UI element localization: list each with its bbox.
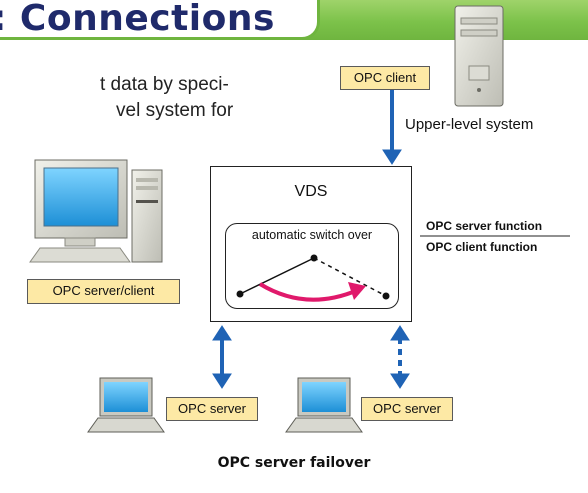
switch-graphic	[236, 254, 390, 302]
arrow-opc-server-right-dashed	[390, 325, 410, 389]
laptop-icon-left	[87, 377, 165, 433]
client-function-label: OPC client function	[426, 240, 538, 254]
title-tab: : Connections	[0, 0, 320, 40]
opc-server-tag-right: OPC server	[361, 397, 453, 421]
desktop-computer-icon	[29, 159, 163, 263]
opc-server-tag-left: OPC server	[166, 397, 258, 421]
server-function-label: OPC server function	[426, 219, 543, 233]
intro-line-2: vel system for	[116, 100, 234, 121]
switch-label: automatic switch over	[251, 228, 373, 242]
intro-line-1: t data by speci-	[100, 74, 229, 95]
opc-client-tag: OPC client	[340, 66, 430, 90]
page-title: : Connections	[0, 0, 275, 39]
switchover-arrowhead	[348, 282, 366, 300]
switch-standby-line	[313, 257, 387, 297]
server-tower-icon	[454, 5, 504, 107]
switch-panel: automatic switch over	[225, 223, 399, 309]
switch-active-line	[239, 257, 315, 295]
laptop-icon-right	[285, 377, 363, 433]
vds-box: VDS automatic switch over	[210, 166, 412, 322]
upper-level-label: Upper-level system	[405, 116, 534, 133]
opc-server-client-tag: OPC server/client	[27, 279, 180, 304]
switchover-arrow	[258, 282, 359, 302]
arrow-opc-server-left	[212, 325, 232, 389]
vds-title: VDS	[294, 183, 328, 200]
figure-caption: OPC server failover	[217, 455, 371, 471]
